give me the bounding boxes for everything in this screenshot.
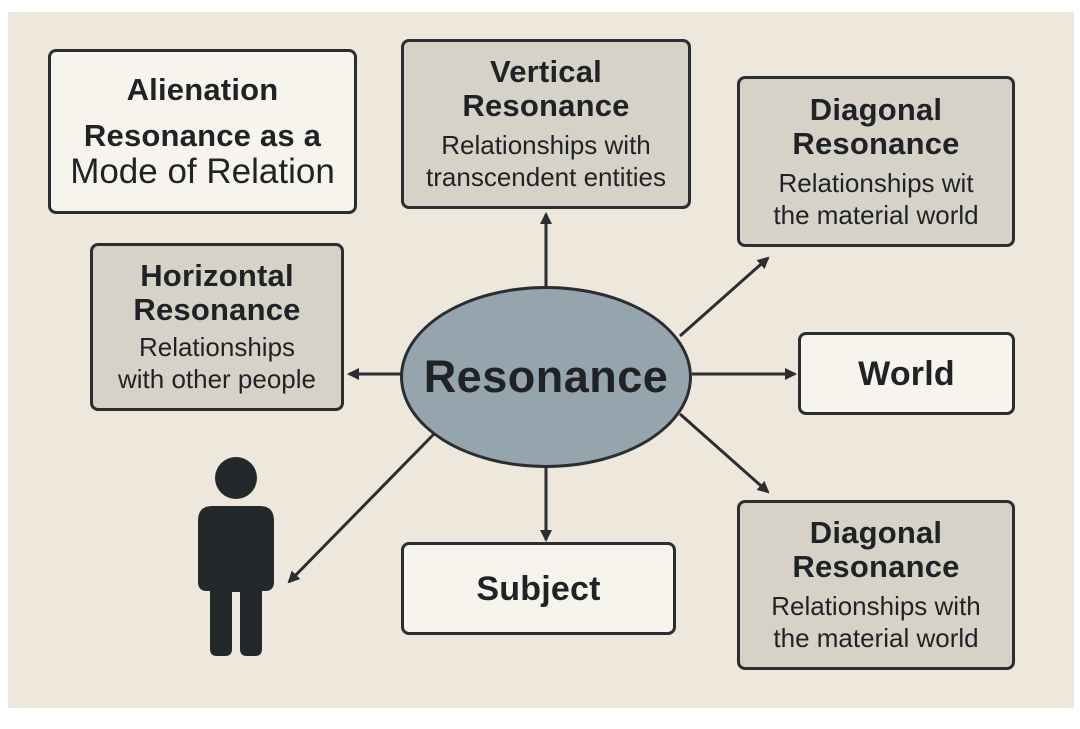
horizontal-resonance-box: Horizontal Resonance Relationships with …: [90, 243, 344, 411]
horizontal-desc-line1: Relationships: [138, 332, 296, 362]
alienation-box: Alienation Resonance as a Mode of Relati…: [48, 49, 357, 214]
subject-box: Subject: [401, 542, 676, 635]
diagonal-top-title-line2: Resonance: [792, 125, 960, 161]
diagonal-top-desc-line1: Relationships wit: [778, 167, 974, 198]
alienation-subtitle-plain: Mode of Relation: [70, 151, 335, 191]
vertical-desc-line1: Relationships with: [441, 130, 651, 160]
diagonal-resonance-bottom-box: Diagonal Resonance Relationships with th…: [737, 500, 1015, 670]
alienation-title: Alienation: [126, 71, 279, 107]
subject-label: Subject: [476, 569, 601, 608]
arrow-person-resonance: [287, 424, 444, 584]
diagonal-top-title-line1: Diagonal: [809, 91, 943, 127]
horizontal-desc-line2: with other people: [117, 364, 317, 394]
arrow-to-diagonal-top: [679, 256, 770, 338]
world-box: World: [798, 332, 1015, 415]
diagonal-bottom-desc-line1: Relationships with: [771, 591, 981, 621]
vertical-resonance-box: Vertical Resonance Relationships with tr…: [401, 39, 691, 209]
horizontal-title-line1: Horizontal: [140, 258, 294, 293]
diagonal-bottom-title-line1: Diagonal: [809, 515, 943, 550]
person-icon: [198, 457, 274, 656]
world-label: World: [858, 354, 955, 393]
alienation-subtitle-bold: Resonance as a: [83, 117, 322, 153]
horizontal-title-line2: Resonance: [133, 292, 301, 327]
diagonal-top-desc-line2: the material world: [773, 199, 979, 230]
vertical-title-line2: Resonance: [462, 88, 630, 123]
resonance-label: Resonance: [423, 351, 669, 402]
diagonal-resonance-top-box: Diagonal Resonance Relationships wit the…: [737, 76, 1015, 247]
diagonal-bottom-title-line2: Resonance: [792, 549, 960, 584]
resonance-ellipse: Resonance: [400, 286, 692, 468]
vertical-title-line1: Vertical: [490, 54, 602, 89]
arrow-to-diagonal-bottom: [679, 412, 770, 494]
vertical-desc-line2: transcendent entities: [426, 162, 666, 192]
diagonal-bottom-desc-line2: the material world: [773, 623, 979, 653]
